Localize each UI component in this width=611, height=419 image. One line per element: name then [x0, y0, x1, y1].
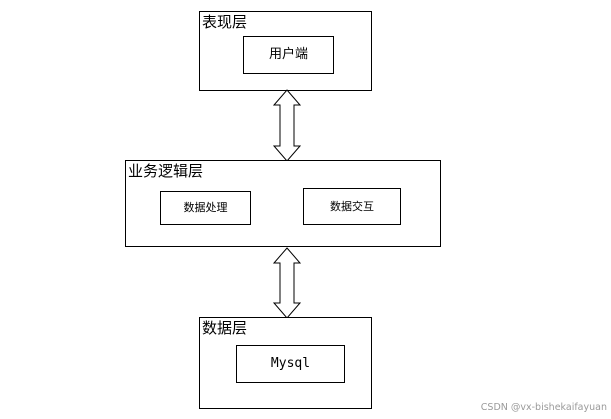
- data-layer-title: 数据层: [202, 319, 248, 337]
- mysql-box: Mysql: [236, 345, 345, 383]
- data-exchange-label: 数据交互: [330, 199, 374, 213]
- business-logic-layer-title: 业务逻辑层: [128, 162, 204, 180]
- data-processing-box: 数据处理: [160, 191, 251, 225]
- client-label: 用户端: [268, 47, 308, 62]
- client-box: 用户端: [243, 36, 334, 74]
- bidirectional-arrow-top: [272, 89, 302, 162]
- presentation-layer: 表现层: [199, 11, 372, 91]
- data-exchange-box: 数据交互: [303, 188, 401, 225]
- data-processing-label: 数据处理: [183, 201, 228, 214]
- presentation-layer-title: 表现层: [202, 13, 248, 31]
- csdn-watermark: CSDN @vx-bishekaifayuan: [480, 402, 607, 413]
- mysql-label: Mysql: [270, 356, 311, 371]
- bidirectional-arrow-bottom: [272, 247, 302, 319]
